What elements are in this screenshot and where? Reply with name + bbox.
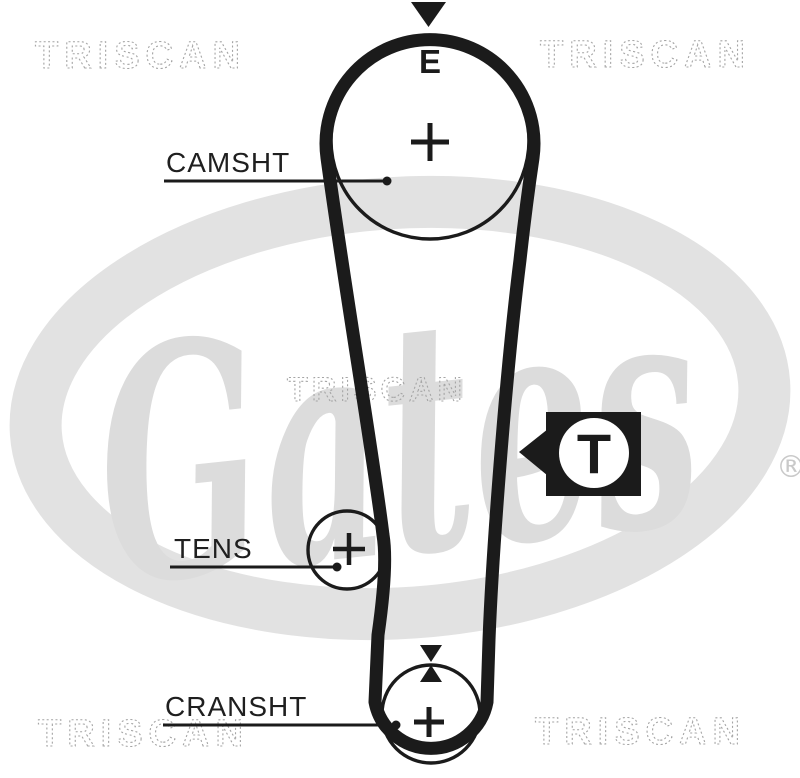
crank-arrow-up-icon (420, 665, 442, 682)
camshaft-timing-arrow-icon (411, 2, 446, 27)
t-marker-circle (559, 418, 629, 488)
camshaft-leader-dot (382, 176, 392, 186)
tensioner-center-cross (333, 533, 365, 565)
triscan-watermark-top-left: TRISCAN (35, 35, 246, 77)
tensioner-label: TENS (174, 533, 253, 564)
crankshaft-label: CRANSHT (165, 691, 307, 722)
tensioner-label-group: TENS (170, 533, 342, 572)
crankshaft-leader-dot (391, 720, 401, 730)
triscan-watermark-top-right: TRISCAN (540, 34, 751, 76)
triscan-watermark-bottom-left: TRISCAN (38, 713, 249, 755)
t-marker-letter: T (577, 422, 611, 485)
camshaft-label-group: CAMSHT (164, 147, 392, 186)
registered-mark: ® (776, 450, 800, 485)
cam-mark-e-text: E (419, 43, 441, 80)
camshaft-center-cross (411, 123, 449, 161)
timing-belt-path (319, 33, 541, 755)
tensioner-leader-dot (332, 562, 342, 572)
t-marker-arrow-icon (519, 425, 553, 480)
triscan-watermarks: TRISCAN TRISCAN TRISCAN TRISCAN TRISCAN (34, 33, 751, 755)
gates-logo-watermark: Gates ® (9, 175, 800, 658)
camshaft-label: CAMSHT (166, 147, 290, 178)
crankshaft-label-group: CRANSHT (163, 691, 401, 730)
crankshaft-center-cross (414, 707, 444, 737)
t-marker: T (519, 412, 641, 496)
crank-arrow-down-icon (420, 645, 442, 662)
crankshaft-alignment-marks (420, 645, 442, 682)
gates-oval (9, 175, 791, 641)
triscan-watermark-center: TRISCAN (287, 371, 466, 409)
triscan-watermark-bottom-right: TRISCAN (535, 711, 746, 753)
